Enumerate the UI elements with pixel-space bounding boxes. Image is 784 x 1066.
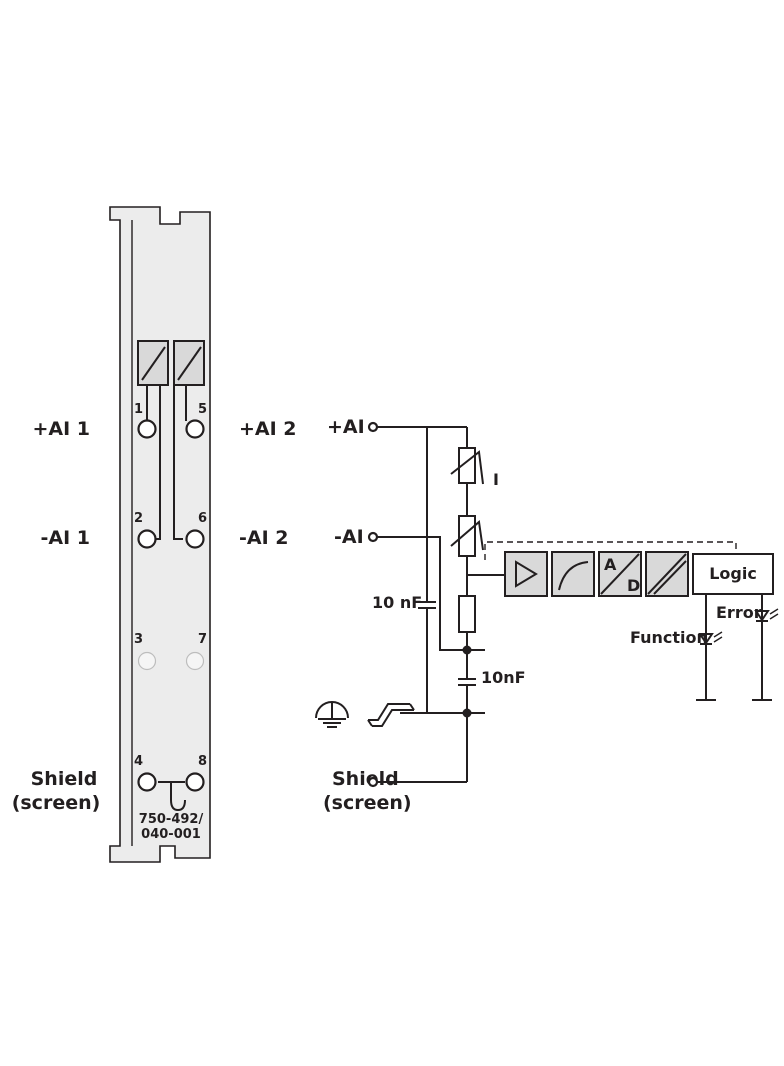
label-function: Function (630, 628, 708, 647)
label-cap-2: 10nF (481, 668, 526, 687)
terminal-2 (137, 529, 157, 549)
function-led-icon (696, 594, 723, 701)
pin-number-2: 2 (134, 511, 143, 526)
pin-number-7: 7 (198, 632, 207, 647)
input-terminal-ai-plus (367, 421, 379, 433)
terminal-3 (137, 651, 157, 671)
channel-led-2 (173, 340, 205, 386)
label-logic: Logic (709, 564, 757, 583)
label-adc-a: A (604, 555, 617, 574)
label-error: Error (716, 603, 762, 622)
amplifier-block (504, 551, 548, 597)
din-rail-icon (367, 703, 415, 727)
resistor (458, 595, 476, 633)
input-terminal-shield (367, 776, 379, 788)
pin-number-4: 4 (134, 754, 143, 769)
logic-block (692, 553, 774, 595)
ad-converter-block (598, 551, 642, 597)
junction-dot-1 (462, 645, 472, 655)
capacitor-10nf-1 (418, 601, 436, 609)
label-ai1-minus: -AI 1 (41, 527, 91, 549)
terminal-4 (137, 772, 157, 792)
control-line-dashed (484, 541, 737, 560)
label-adc-d: D (627, 576, 640, 595)
channel-led-1 (137, 340, 169, 386)
label-ai-plus: +AI (327, 416, 365, 438)
pin-number-5: 5 (198, 402, 207, 417)
label-shield-left-2: (screen) (12, 792, 101, 814)
isolation-block (645, 551, 689, 597)
label-shield-left-1: Shield (31, 768, 98, 790)
label-shield-2: (screen) (323, 792, 412, 814)
label-ai2-plus: +AI 2 (239, 418, 297, 440)
module-internal-wiring (146, 385, 187, 812)
terminal-1 (137, 419, 157, 439)
capacitor-10nf-2 (458, 678, 476, 686)
schematic-wires (377, 426, 505, 783)
label-current: I (493, 470, 499, 489)
label-shield-1: Shield (332, 768, 399, 790)
label-ai-minus: -AI (334, 526, 364, 548)
terminal-5 (185, 419, 205, 439)
terminal-7 (185, 651, 205, 671)
pin-number-8: 8 (198, 754, 207, 769)
pin-number-1: 1 (134, 402, 143, 417)
terminal-8 (185, 772, 205, 792)
ground-icon (315, 701, 349, 728)
part-number-line2: 040-001 (141, 827, 201, 842)
label-ai2-minus: -AI 2 (239, 527, 289, 549)
pin-number-3: 3 (134, 632, 143, 647)
filter-block (551, 551, 595, 597)
terminal-6 (185, 529, 205, 549)
variable-resistor-shunt (450, 515, 484, 557)
input-terminal-ai-minus (367, 531, 379, 543)
label-ai1-plus: +AI 1 (32, 418, 90, 440)
error-led-icon (752, 594, 779, 701)
label-cap-1: 10 nF (372, 593, 422, 612)
part-number-line1: 750-492/ (139, 812, 204, 827)
pin-number-6: 6 (198, 511, 207, 526)
junction-dot-2 (462, 708, 472, 718)
variable-resistor-current (450, 447, 484, 485)
